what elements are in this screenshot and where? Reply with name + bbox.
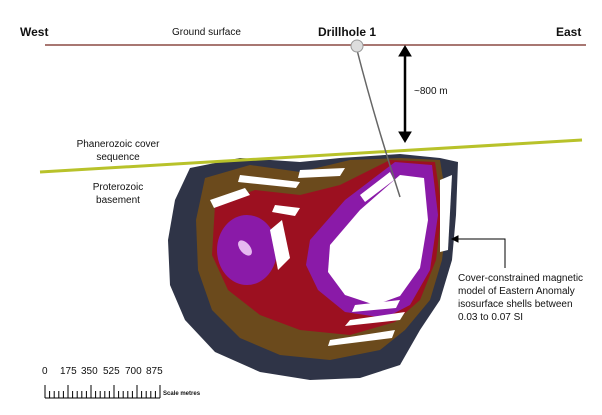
west-label: West (20, 25, 49, 39)
shell-gaps (210, 168, 452, 346)
scale-tick-label: 350 (81, 366, 98, 377)
east-hollow (328, 175, 428, 305)
model-description-line: isosurface shells between (458, 299, 573, 310)
model-description-line: Cover-constrained magnetic (458, 273, 584, 284)
basement-label-line: basement (96, 195, 140, 206)
scale-tick-label: 0 (42, 366, 48, 377)
magnetic-isosurface-body (168, 154, 458, 380)
east-label: East (556, 25, 582, 39)
model-description: Cover-constrained magnetic model of East… (458, 272, 583, 324)
depth-arrow-icon (398, 45, 412, 143)
scale-bar (44, 385, 161, 399)
scale-tick-label: 700 (125, 366, 142, 377)
drillhole-collar-icon (350, 39, 364, 53)
scale-unit-label: Scale metres (163, 391, 201, 397)
basement-label: Proterozoic basement (58, 181, 178, 207)
scale-tick-label: 175 (60, 366, 77, 377)
scale-tick-label: 875 (146, 366, 163, 377)
callout-arrow-icon (450, 235, 506, 268)
cover-label-line: sequence (96, 152, 140, 163)
west-core-highlight (238, 240, 252, 256)
depth-label: ~800 m (414, 86, 448, 97)
cover-label-line: Phanerozoic cover (76, 139, 160, 150)
cover-sequence-layer (39, 138, 583, 174)
drillhole-label: Drillhole 1 (318, 25, 377, 39)
basement-label-line: Proterozoic (92, 182, 144, 193)
drillhole-trace (356, 49, 401, 198)
model-description-line: model of Eastern Anomaly (458, 286, 575, 297)
model-description-line: 0.03 to 0.07 SI (458, 312, 524, 323)
scale-tick-label: 525 (103, 366, 120, 377)
ground-surface-label: Ground surface (172, 27, 241, 38)
cover-sequence-label: Phanerozoic cover sequence (58, 138, 178, 164)
